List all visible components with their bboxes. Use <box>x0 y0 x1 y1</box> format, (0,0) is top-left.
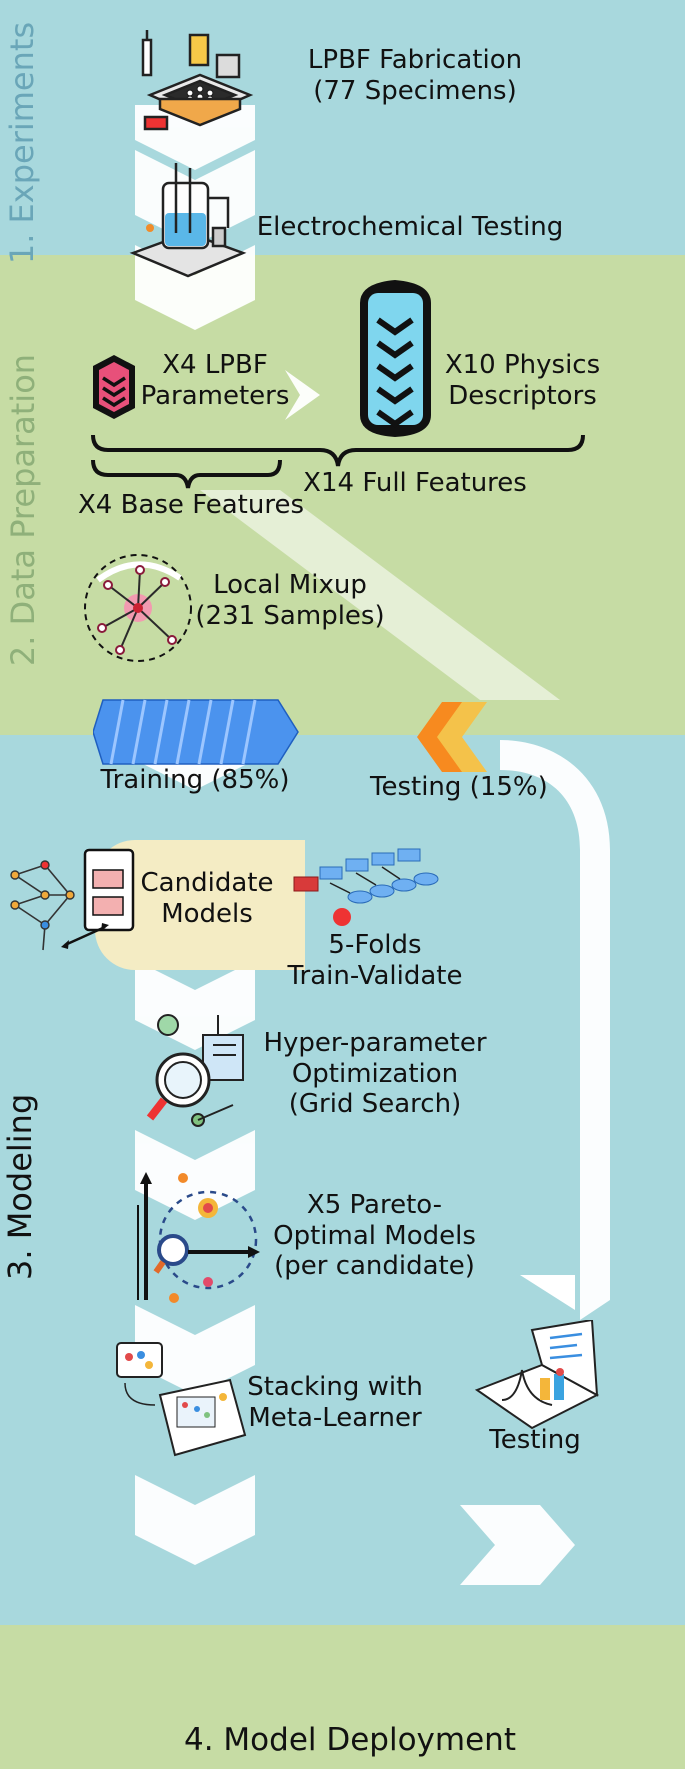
full-features-text: X14 Full Features <box>303 468 527 498</box>
pareto-line-2: Optimal Models <box>273 1220 476 1251</box>
folds-line-1: 5-Folds <box>328 930 422 960</box>
band-experiments <box>0 0 685 255</box>
lpbf-params-line-1: X4 LPBF <box>162 350 268 380</box>
training-text: Training (85%) <box>100 765 290 795</box>
hyper-line-1: Hyper-parameter <box>263 1028 487 1058</box>
testing-split-text: Testing (15%) <box>370 772 548 802</box>
band-data-preparation <box>0 255 685 735</box>
pareto-icon <box>137 1172 260 1303</box>
stacking-line-1: Stacking with <box>247 1372 423 1402</box>
stacking-text: Stacking with Meta-Learner <box>245 1372 425 1433</box>
section-data-preparation-label: 2. Data Preparation <box>4 353 42 667</box>
lpbf-printer-icon <box>141 30 254 131</box>
section-modeling-label: 3. Modeling <box>1 1093 39 1280</box>
pareto-line-3: (per candidate) <box>274 1251 475 1282</box>
optimization-magnifier-icon <box>146 1014 244 1127</box>
candidate-line-2: Models <box>161 898 253 929</box>
physics-server-icon <box>360 280 431 437</box>
testing-final-text: Testing <box>489 1425 581 1455</box>
base-features-text: X4 Base Features <box>78 490 304 520</box>
folds-line-2: Train-Validate <box>287 960 463 991</box>
hyper-line-3: (Grid Search) <box>288 1089 462 1120</box>
physics-descriptors-text: X10 Physics Descriptors <box>440 350 605 411</box>
physics-line-2: Descriptors <box>448 380 597 411</box>
fabrication-text: LPBF Fabrication (77 Specimens) <box>290 45 540 106</box>
testing-chevrons-icon <box>417 702 487 772</box>
mixup-network-icon <box>84 554 192 662</box>
electrochemical-testing-text: Electrochemical Testing <box>256 212 564 242</box>
physics-line-1: X10 Physics <box>444 350 601 380</box>
band-deployment <box>0 1625 685 1769</box>
testing-device-icon <box>474 1320 600 1430</box>
folds-blocks-icon <box>293 848 439 926</box>
candidate-line-1: Candidate <box>140 868 274 898</box>
feature-braces <box>91 434 585 489</box>
neural-network-icon <box>10 848 135 951</box>
hyperparameter-text: Hyper-parameter Optimization (Grid Searc… <box>260 1028 490 1120</box>
mixup-text: Local Mixup (231 Samples) <box>195 570 385 631</box>
section-experiments-label: 1. Experiments <box>3 21 41 265</box>
flow-band-diagonal <box>200 490 560 700</box>
fabrication-line-2: (77 Specimens) <box>313 75 517 106</box>
lpbf-parameters-text: X4 LPBF Parameters <box>135 350 295 411</box>
hyper-line-2: Optimization <box>291 1058 459 1089</box>
training-blocks-icon <box>93 699 299 765</box>
stacking-screen-icon <box>116 1342 247 1457</box>
mixup-line-2: (231 Samples) <box>195 600 385 631</box>
folds-text: 5-Folds Train-Validate <box>280 930 470 991</box>
electrochemical-cell-icon <box>129 163 247 278</box>
pareto-line-1: X5 Pareto- <box>306 1190 443 1220</box>
fabrication-line-1: LPBF Fabrication <box>307 45 523 75</box>
section-deployment-label: 4. Model Deployment <box>184 1722 516 1758</box>
pink-stack-icon <box>93 355 135 419</box>
candidate-models-text: Candidate Models <box>132 868 282 929</box>
stacking-line-2: Meta-Learner <box>248 1402 422 1433</box>
pareto-text: X5 Pareto- Optimal Models (per candidate… <box>262 1190 487 1282</box>
lpbf-params-line-2: Parameters <box>140 380 290 411</box>
mixup-line-1: Local Mixup <box>213 570 367 600</box>
